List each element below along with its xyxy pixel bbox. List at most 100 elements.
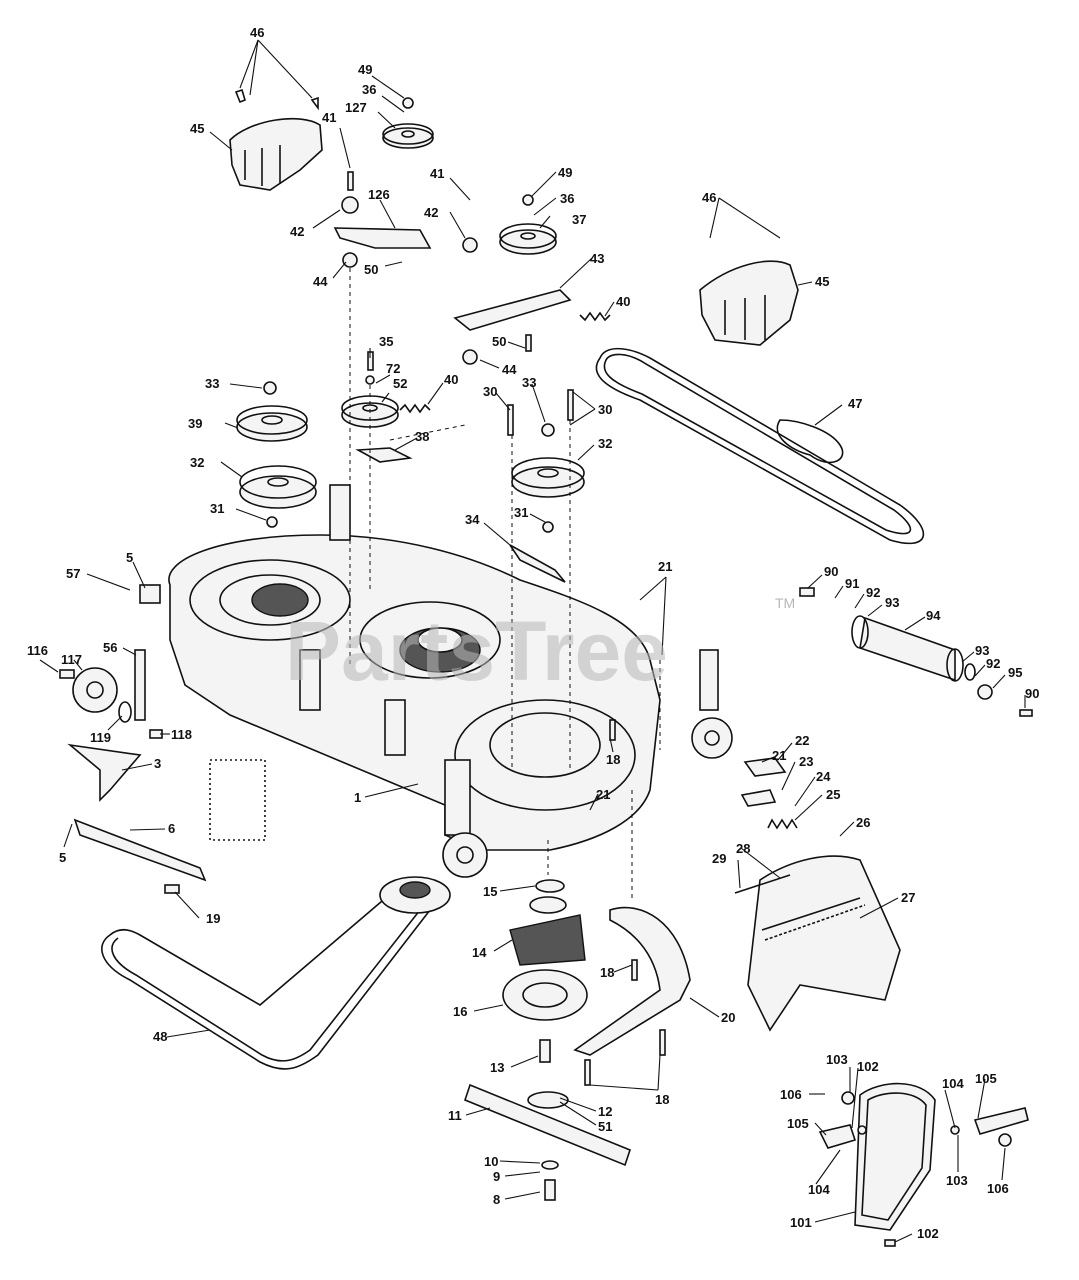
callout-90: 90 (1025, 686, 1039, 701)
callout-105: 105 (787, 1116, 809, 1131)
link-6 (73, 818, 207, 882)
spindle-housing-16 (502, 969, 588, 1021)
callout-103: 103 (826, 1052, 848, 1067)
callout-16: 16 (453, 1004, 467, 1019)
callout-90: 90 (824, 564, 838, 579)
callout-19: 19 (206, 911, 220, 926)
bracket-105-right (973, 1107, 1029, 1135)
callout-93: 93 (885, 595, 899, 610)
callout-92: 92 (986, 656, 1000, 671)
callout-56: 56 (103, 640, 117, 655)
callout-11: 11 (448, 1108, 462, 1123)
callout-40: 40 (616, 294, 630, 309)
callout-37: 37 (572, 212, 586, 227)
callout-105: 105 (975, 1071, 997, 1086)
callout-42: 42 (290, 224, 304, 239)
callout-33: 33 (522, 375, 536, 390)
pulley-39 (236, 405, 308, 442)
callout-36: 36 (362, 82, 376, 97)
callout-48: 48 (153, 1029, 167, 1044)
callout-38: 38 (415, 429, 429, 444)
callout-31: 31 (210, 501, 224, 516)
callout-102: 102 (857, 1059, 879, 1074)
callout-47: 47 (848, 396, 862, 411)
callout-39: 39 (188, 416, 202, 431)
callout-22: 22 (795, 733, 809, 748)
callout-118: 118 (171, 727, 192, 742)
callout-44: 44 (502, 362, 517, 377)
belt-cover-45-right (699, 260, 799, 346)
bracket-3 (67, 743, 142, 802)
callout-14: 14 (472, 945, 487, 960)
callout-5: 5 (59, 850, 66, 865)
callout-21: 21 (596, 787, 610, 802)
callout-27: 27 (901, 890, 915, 905)
callout-18: 18 (655, 1092, 669, 1107)
callout-21: 21 (772, 748, 786, 763)
callout-25: 25 (826, 787, 840, 802)
callout-18: 18 (606, 752, 620, 767)
callout-43: 43 (590, 251, 604, 266)
hardware-bits (59, 88, 1033, 1247)
callout-57: 57 (66, 566, 80, 581)
callout-102: 102 (917, 1226, 939, 1241)
callout-93: 93 (975, 643, 989, 658)
callout-20: 20 (721, 1010, 735, 1025)
callout-106: 106 (987, 1181, 1009, 1196)
callout-45: 45 (815, 274, 829, 289)
bracket-34 (509, 544, 566, 583)
callout-34: 34 (465, 512, 480, 527)
idler-arm-43 (453, 289, 572, 331)
belt-48 (101, 881, 435, 1070)
pulley-32-right (511, 457, 585, 498)
roller-94 (851, 615, 976, 682)
callout-51: 51 (598, 1119, 612, 1134)
callout-30: 30 (483, 384, 497, 399)
callout-52: 52 (393, 376, 407, 391)
callout-42: 42 (424, 205, 438, 220)
callout-92: 92 (866, 585, 880, 600)
callout-5: 5 (126, 550, 133, 565)
callout-3: 3 (154, 756, 161, 771)
assembly-axis-lines (349, 268, 661, 900)
mower-deck (168, 484, 733, 878)
washer-stack-8-10 (541, 1160, 559, 1201)
callout-116: 116 (27, 643, 48, 658)
callout-49: 49 (558, 165, 572, 180)
spindle-14 (509, 896, 586, 966)
callout-40: 40 (444, 372, 458, 387)
bracket-105-left (818, 1124, 857, 1149)
pulley-assembly (379, 876, 451, 914)
gauge-wheel-117 (72, 649, 146, 723)
discharge-chute-27 (747, 855, 901, 1032)
watermark-trademark: TM (775, 595, 795, 611)
callout-21: 21 (658, 559, 672, 574)
callout-32: 32 (598, 436, 612, 451)
callout-95: 95 (1008, 665, 1022, 680)
callout-23: 23 (799, 754, 813, 769)
spring-25 (767, 818, 798, 830)
leader-lines (39, 39, 1026, 1243)
callout-18: 18 (600, 965, 614, 980)
spring-40-mid (399, 403, 431, 414)
callout-103: 103 (946, 1173, 968, 1188)
watermark-text: PartsTree (285, 604, 668, 698)
callout-41: 41 (322, 110, 336, 125)
bolt-13 (539, 1039, 551, 1063)
callout-8: 8 (493, 1192, 500, 1207)
callout-106: 106 (780, 1087, 802, 1102)
idler-arm-126 (333, 227, 432, 249)
callout-104: 104 (942, 1076, 964, 1091)
washer-15 (535, 879, 565, 893)
callout-36: 36 (560, 191, 574, 206)
bracket-22 (740, 757, 787, 807)
callout-10: 10 (484, 1154, 498, 1169)
callout-101: 101 (790, 1215, 812, 1230)
callout-104: 104 (808, 1182, 830, 1197)
callout-28: 28 (736, 841, 750, 856)
callout-44: 44 (313, 274, 328, 289)
callout-12: 12 (598, 1104, 612, 1119)
belt-cover-45-left (229, 117, 323, 191)
blade-11 (464, 1083, 631, 1167)
